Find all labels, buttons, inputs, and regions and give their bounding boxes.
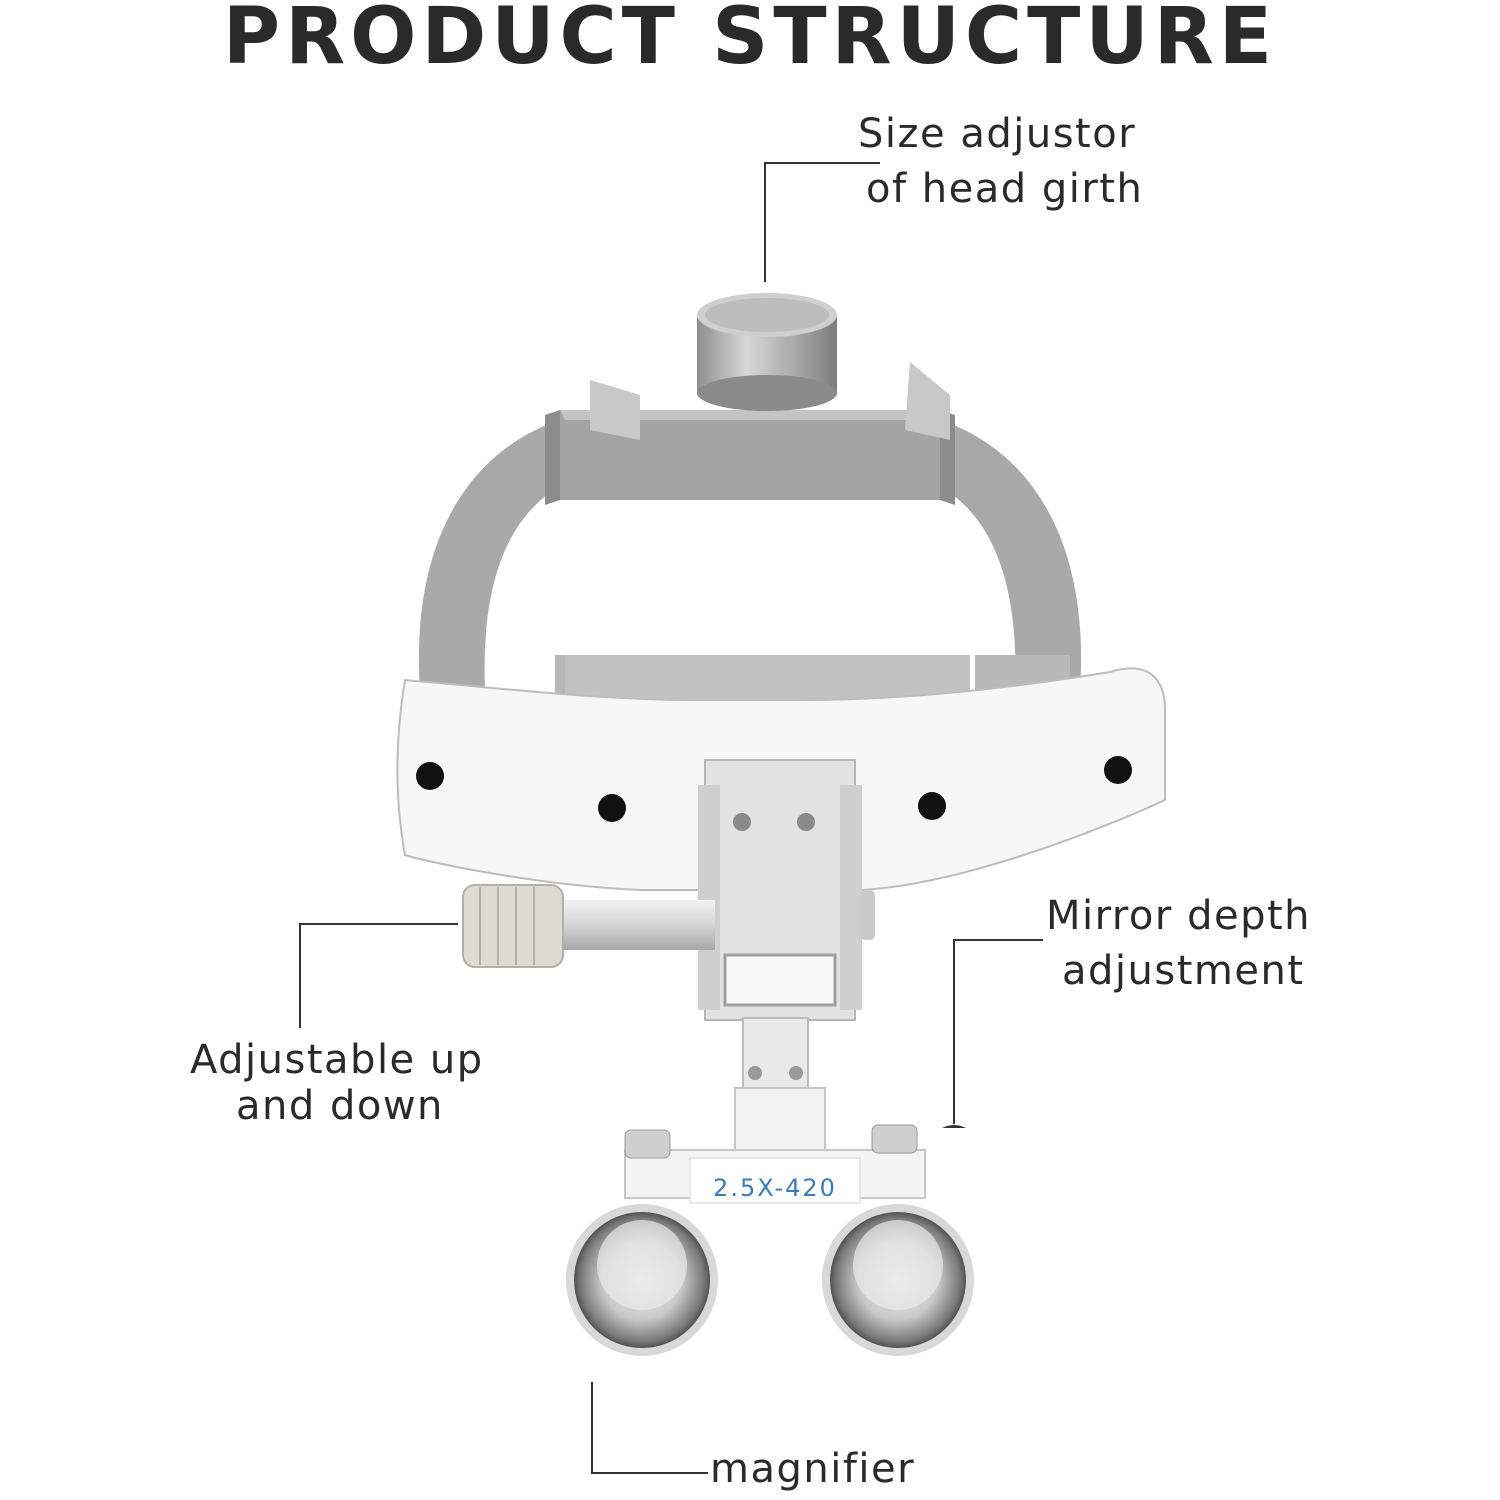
size-adjustor-knob xyxy=(697,293,837,411)
rivet xyxy=(918,792,946,820)
screw xyxy=(748,1066,762,1080)
lens-bar: 2.5X-420 xyxy=(624,1124,926,1204)
model-label: 2.5X-420 xyxy=(713,1174,837,1202)
leader-mirror-depth xyxy=(953,939,1043,1124)
label-mirror-depth: Mirror depth adjustment xyxy=(1046,889,1311,999)
label-size-adjustor-line2: of head girth xyxy=(866,166,1144,212)
magnifier-lenses xyxy=(566,1204,974,1356)
rivet xyxy=(598,794,626,822)
up-down-knob xyxy=(462,884,715,968)
leader-size-adjustor xyxy=(764,162,880,282)
label-mirror-depth-line2: adjustment xyxy=(1062,948,1305,994)
label-magnifier: magnifier xyxy=(710,1446,916,1492)
leader-mirror-depth-tip xyxy=(942,1125,966,1128)
leader-lines xyxy=(299,162,1043,1474)
label-size-adjustor: Size adjustor of head girth xyxy=(858,107,1143,217)
label-adjustable-line1: Adjustable up xyxy=(190,1037,484,1083)
label-size-adjustor-line1: Size adjustor xyxy=(858,111,1137,157)
label-adjustable-line2: and down xyxy=(236,1083,444,1129)
label-mirror-depth-line1: Mirror depth xyxy=(1046,893,1311,939)
rivets xyxy=(416,756,1132,822)
top-band xyxy=(545,362,955,505)
leader-magnifier xyxy=(591,1382,708,1474)
screw xyxy=(797,813,815,831)
rivet xyxy=(1104,756,1132,784)
leader-adjustable xyxy=(299,923,458,1028)
central-bracket xyxy=(698,759,875,1021)
lens-stem xyxy=(734,1017,826,1159)
screw xyxy=(733,813,751,831)
label-adjustable: Adjustable up and down xyxy=(190,1037,484,1129)
screw xyxy=(789,1066,803,1080)
rivet xyxy=(416,762,444,790)
page-title: PRODUCT STRUCTURE xyxy=(222,0,1278,82)
